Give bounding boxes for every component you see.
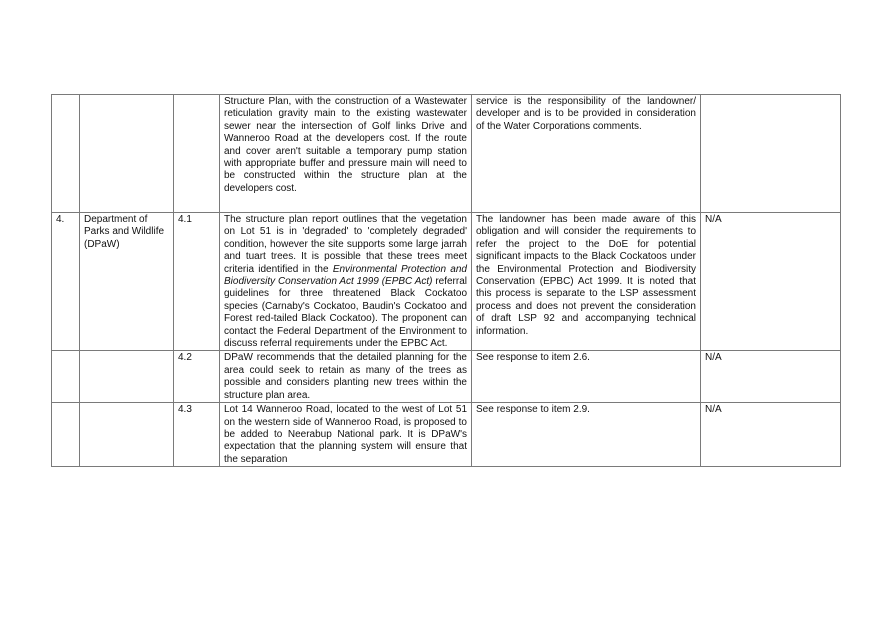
submission-number-cell [51, 94, 80, 213]
organisation-cell [79, 350, 174, 404]
item-number-cell: 4.1 [173, 211, 220, 352]
item-number-cell [173, 94, 220, 213]
modification-cell: N/A [700, 402, 841, 468]
comment-text: referral guidelines for three threatened… [224, 276, 468, 350]
comment-text: Lot 14 Wanneroo Road, located to the wes… [224, 404, 467, 465]
comment-cell: DPaW recommends that the detailed planni… [219, 350, 472, 404]
response-cell: The landowner has been made aware of thi… [471, 211, 701, 352]
item-number-cell: 4.3 [173, 402, 220, 468]
item-number-cell: 4.2 [173, 350, 220, 404]
comment-text: Structure Plan, with the construction of… [224, 96, 467, 194]
modification-cell: N/A [700, 211, 841, 352]
comment-cell: The structure plan report outlines that … [219, 211, 472, 352]
comment-cell: Lot 14 Wanneroo Road, located to the wes… [219, 402, 472, 468]
act-name-italic: Environmental Protection and Biodiversit… [224, 263, 467, 288]
submission-number-cell [51, 402, 80, 468]
modification-cell: N/A [700, 350, 841, 404]
organisation-cell [79, 94, 174, 213]
table-row: 4. Department of Parks and Wildlife (DPa… [51, 211, 841, 352]
comment-cell: Structure Plan, with the construction of… [219, 94, 472, 213]
organisation-cell [79, 402, 174, 468]
comment-text: The structure plan report outlines that … [224, 214, 467, 275]
table-row: Structure Plan, with the construction of… [51, 94, 841, 213]
table-row: 4.2 DPaW recommends that the detailed pl… [51, 350, 841, 404]
submission-number-cell: 4. [51, 211, 80, 352]
response-cell: service is the responsibility of the lan… [471, 94, 701, 213]
modification-cell [700, 94, 841, 213]
response-cell: See response to item 2.6. [471, 350, 701, 404]
submission-number-cell [51, 350, 80, 404]
organisation-cell: Department of Parks and Wildlife (DPaW) [79, 211, 174, 352]
submissions-table: Structure Plan, with the construction of… [51, 94, 841, 468]
response-cell: See response to item 2.9. [471, 402, 701, 468]
table-row: 4.3 Lot 14 Wanneroo Road, located to the… [51, 402, 841, 468]
